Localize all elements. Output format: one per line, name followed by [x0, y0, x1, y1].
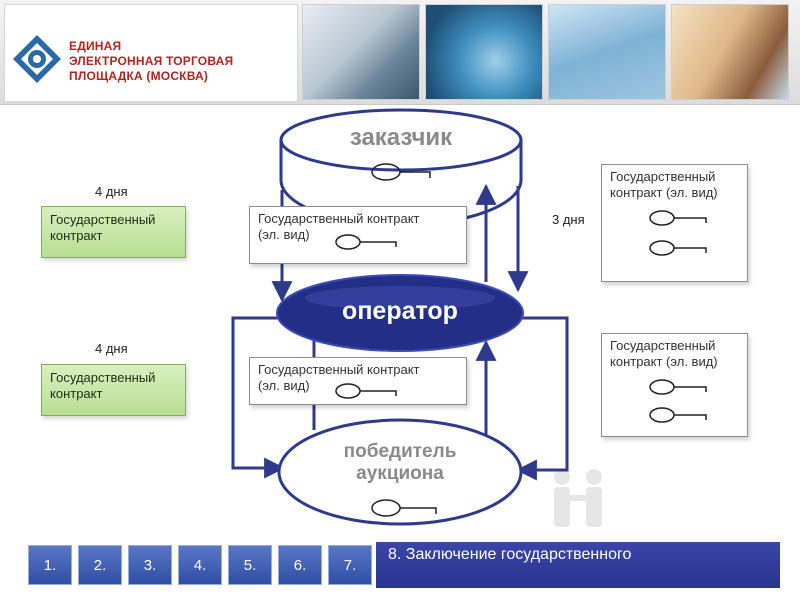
nav-button-7[interactable]: 7.: [328, 545, 372, 585]
key-icon: [335, 234, 397, 250]
logo-line-2: ЭЛЕКТРОННАЯ ТОРГОВАЯ: [69, 54, 234, 68]
logo-text: ЕДИНАЯ ЭЛЕКТРОННАЯ ТОРГОВАЯ ПЛОЩАДКА (МО…: [69, 39, 269, 84]
days-label-top: 4 дня: [95, 184, 128, 199]
e-contract-line-1: Государственный: [610, 338, 716, 353]
e-contract-line-1: Государственный контракт: [258, 211, 420, 226]
e-contract-center-bottom: Государственный контракт (эл. вид): [249, 357, 467, 405]
e-contract-line-2: (эл. вид): [258, 227, 310, 242]
operator-label: оператор: [342, 297, 458, 325]
key-icon: [371, 163, 431, 181]
nav-button-3[interactable]: 3.: [128, 545, 172, 585]
e-contract-line-2: контракт (эл. вид): [610, 185, 718, 200]
nav-button-2[interactable]: 2.: [78, 545, 122, 585]
key-icon: [371, 499, 437, 517]
arrow-operator-winner-left-loop: [231, 316, 286, 479]
key-icon: [649, 407, 707, 423]
winner-node: [277, 418, 523, 526]
key-icon: [649, 210, 707, 226]
e-contract-line-1: Государственный контракт: [258, 362, 420, 377]
nav-button-5[interactable]: 5.: [228, 545, 272, 585]
nav-button-1[interactable]: 1.: [28, 545, 72, 585]
logo-line-1: ЕДИНАЯ: [69, 39, 122, 53]
e-contract-line-2: (эл. вид): [258, 378, 310, 393]
header-banner: ЕДИНАЯ ЭЛЕКТРОННАЯ ТОРГОВАЯ ПЛОЩАДКА (МО…: [0, 0, 800, 105]
paper-contract-line-1: Государственный: [50, 212, 156, 227]
arrow-winner-operator-right-loop: [515, 316, 569, 481]
customer-node: [279, 108, 523, 227]
winner-label-line-1: победитель: [343, 441, 457, 462]
days-label-bottom: 4 дня: [95, 341, 128, 356]
winner-label-line-2: аукциона: [356, 463, 444, 484]
paper-contract-bottom: Государственный контракт: [41, 364, 186, 416]
nav-button-4[interactable]: 4.: [178, 545, 222, 585]
paper-contract-line-2: контракт: [50, 228, 103, 243]
nav-button-6[interactable]: 6.: [278, 545, 322, 585]
logo-block: ЕДИНАЯ ЭЛЕКТРОННАЯ ТОРГОВАЯ ПЛОЩАДКА (МО…: [4, 4, 298, 102]
key-icon: [649, 379, 707, 395]
e-contract-right-top: Государственный контракт (эл. вид): [601, 164, 748, 282]
key-icon: [335, 383, 397, 399]
header-photo-disc: [425, 4, 543, 100]
days-label-right: 3 дня: [552, 212, 585, 227]
key-icon: [649, 240, 707, 256]
section-title: 8. Заключение государственного: [388, 546, 632, 563]
paper-contract-line-1: Государственный: [50, 370, 156, 385]
paper-contract-top: Государственный контракт: [41, 206, 186, 258]
e-contract-line-2: контракт (эл. вид): [610, 354, 718, 369]
e-contract-line-1: Государственный: [610, 169, 716, 184]
winner-label: победитель аукциона: [280, 441, 520, 485]
handshake-silhouette-icon: [554, 469, 602, 527]
customer-label: заказчик: [349, 124, 453, 151]
etp-logo-icon: [13, 35, 61, 83]
section-title-bar: 8. Заключение государственного: [376, 542, 780, 588]
header-photo-cables: [302, 4, 420, 100]
paper-contract-line-2: контракт: [50, 386, 103, 401]
header-photo-woman-phone: [671, 4, 789, 100]
header-photo-keyboard: [548, 4, 666, 100]
logo-line-3: ПЛОЩАДКА (МОСКВА): [69, 69, 209, 83]
e-contract-center-top: Государственный контракт (эл. вид): [249, 206, 467, 264]
e-contract-right-bottom: Государственный контракт (эл. вид): [601, 333, 748, 437]
